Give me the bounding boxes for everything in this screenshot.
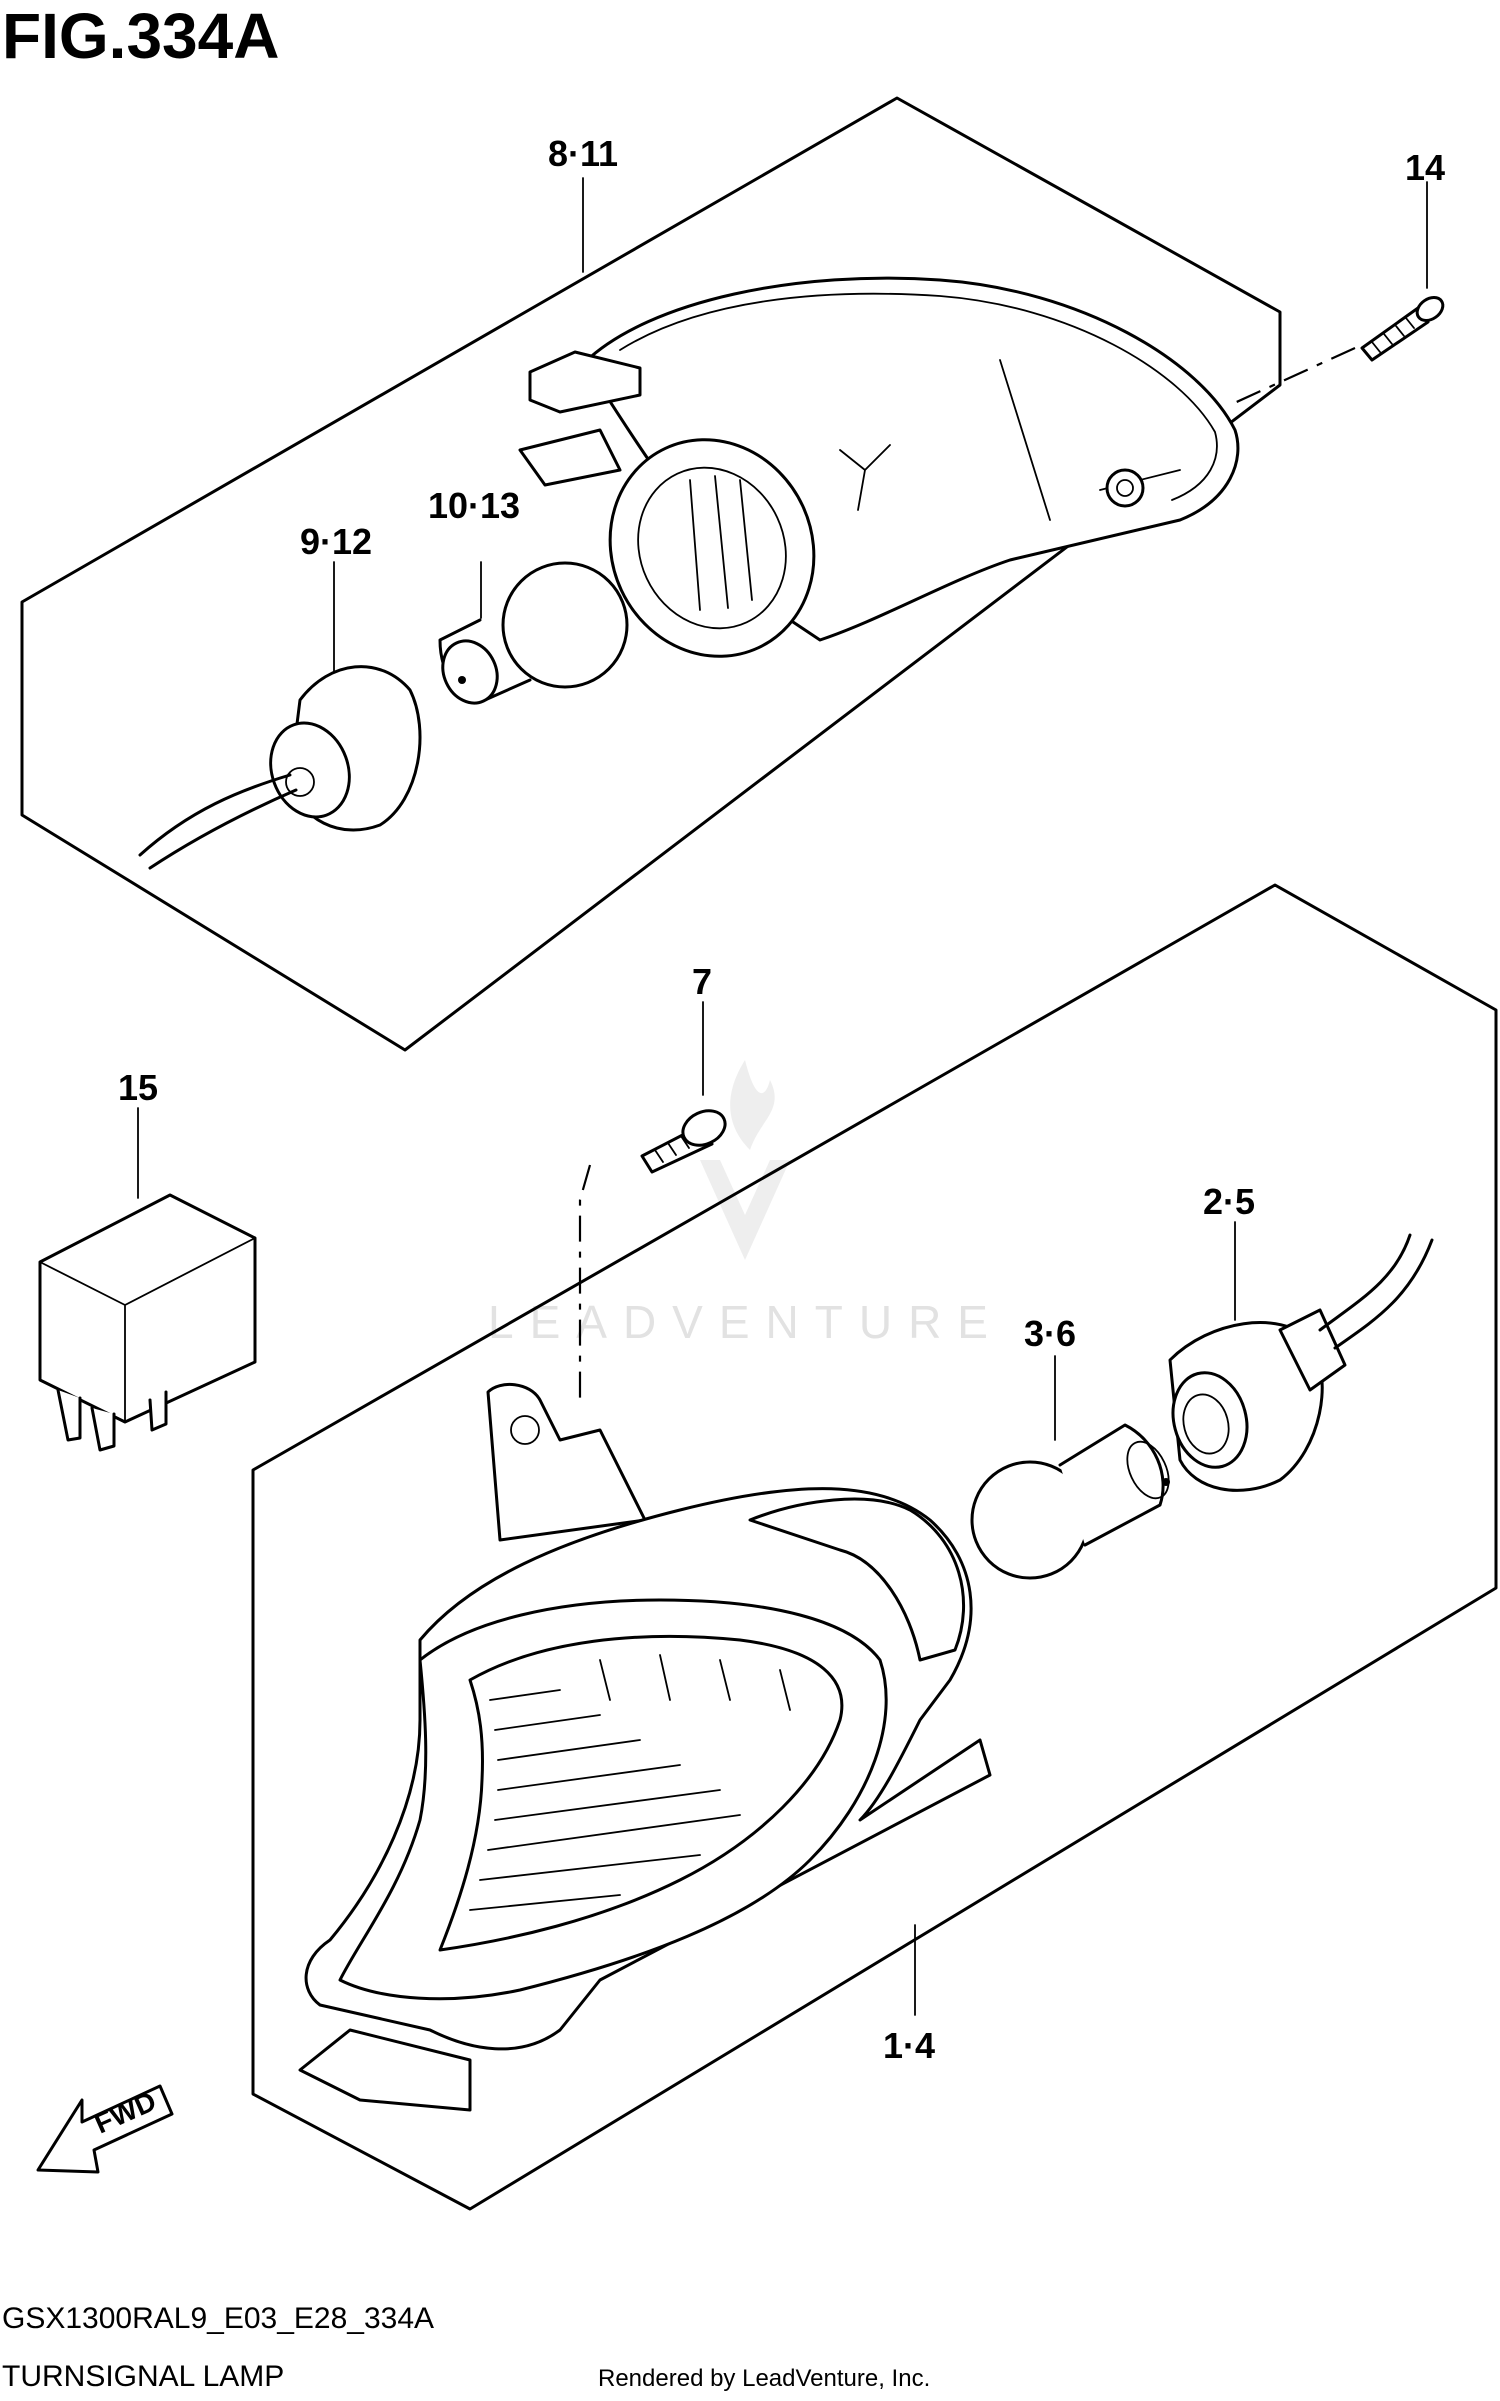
front-lamp-housing [298,1382,992,2112]
watermark-text: LEADVENTURE [488,1296,1004,1348]
front-socket [1168,1233,1434,1492]
callout-label: 9·12 [300,521,372,562]
callout-label: 10·13 [428,485,520,526]
upper-assembly [20,96,1445,1052]
leadventure-logo-icon [700,1060,790,1260]
fwd-arrow-icon: FWD [36,2084,174,2174]
rear-lamp-housing [518,276,1240,658]
front-bulb [970,1423,1170,1580]
figure-title: FIG.334A [2,0,279,72]
figure-code: GSX1300RAL9_E03_E28_334A [2,2302,434,2335]
lower-assembly [38,883,1498,2211]
callout-label: 15 [118,1067,158,1108]
relay-part [38,1193,257,1452]
callout-label: 3·6 [1024,1313,1076,1354]
callout-label: 7 [692,961,712,1002]
upper-frame [20,96,1282,1052]
screw-part [1360,296,1445,362]
callout-label: 8·11 [548,133,618,174]
callout-label: 1·4 [883,2025,935,2066]
figure-name: TURNSIGNAL LAMP [2,2360,284,2393]
callout-label: 2·5 [1203,1181,1255,1222]
rear-bulb [438,561,629,705]
lower-screw-part [640,1109,727,1174]
lower-frame [251,883,1498,2211]
callout-label: 14 [1405,147,1445,188]
credit-text: Rendered by LeadVenture, Inc. [598,2365,930,2392]
rear-socket [138,665,422,870]
